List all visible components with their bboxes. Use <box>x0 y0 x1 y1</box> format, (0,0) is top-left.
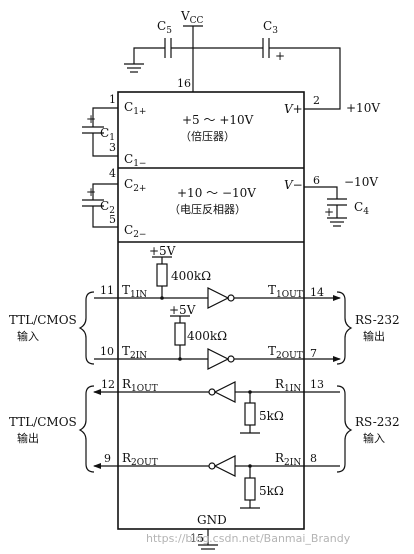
pullup-2-voltage: +5V <box>169 303 196 317</box>
ttl-input-label-line1: TTL/CMOS <box>9 313 77 327</box>
pin-14: 14 <box>310 286 324 299</box>
pullup-1-voltage: +5V <box>149 244 176 258</box>
watermark: https://blog.csdn.net/Banmai_Brandy <box>146 532 351 545</box>
ttl-output-label-line1: TTL/CMOS <box>9 415 77 429</box>
vcc-network: VCC 16 C5 C3 + <box>124 9 341 110</box>
pin-1: 1 <box>109 93 116 106</box>
t1in-label: T1IN <box>122 283 147 300</box>
c1-label: C1 <box>100 126 115 143</box>
transmitter-1: +5V 400kΩ 11 T1IN T1OUT 14 <box>94 244 341 309</box>
c4-label: C4 <box>354 200 369 217</box>
pin-7: 7 <box>310 347 317 360</box>
inverter-name: （电压反相器） <box>169 203 246 216</box>
pin-13: 13 <box>310 378 324 391</box>
rs232-input-label-line2: 输入 <box>363 431 385 445</box>
inverter-section: 4 5 C2+ C2− +10 ～ −10V （电压反相器） V− 6 −10V… <box>82 167 378 240</box>
c2-label: C2 <box>100 199 115 216</box>
c4-plus: + <box>324 205 334 219</box>
pin-4: 4 <box>109 167 116 180</box>
c1-plus: + <box>86 112 96 126</box>
pin-5: 5 <box>109 213 116 226</box>
rs232-output-label-line2: 输出 <box>363 329 385 343</box>
r2out-label: R2OUT <box>122 451 158 468</box>
r2in-label: R2IN <box>275 451 301 468</box>
receiver-1: 5kΩ 12 R1OUT R1IN 13 <box>93 377 340 434</box>
pullup-2-resistance: 400kΩ <box>187 329 227 343</box>
group-labels: TTL/CMOS 输入 TTL/CMOS 输出 RS-232 输出 RS-232… <box>9 313 400 445</box>
chip-body <box>117 91 305 530</box>
c1p-label: C1+ <box>124 100 146 117</box>
vminus-value: −10V <box>344 175 378 189</box>
pin-6: 6 <box>313 174 320 187</box>
c3-plus: + <box>275 49 285 63</box>
transmitter-2: +5V 400kΩ 10 T2IN T2OUT 7 <box>94 303 341 370</box>
c2p-label: C2+ <box>124 177 146 194</box>
pin-11: 11 <box>100 284 114 297</box>
c1m-label: C1− <box>124 152 146 169</box>
c5-label: C5 <box>157 19 172 36</box>
inverter-range: +10 ～ −10V <box>177 186 256 200</box>
c2-plus: + <box>86 185 96 199</box>
gnd-label: GND <box>197 513 227 527</box>
c3-label: C3 <box>263 19 278 36</box>
t1out-label: T1OUT <box>268 283 303 300</box>
t2out-label: T2OUT <box>268 344 303 361</box>
pin-10: 10 <box>100 345 114 358</box>
pin-12: 12 <box>101 378 115 391</box>
r1in-label: R1IN <box>275 377 301 394</box>
vplus-value: +10V <box>346 101 380 115</box>
vcc-label: VCC <box>180 9 204 26</box>
rs232-output-label-line1: RS-232 <box>355 313 400 327</box>
ttl-input-label-line2: 输入 <box>17 329 39 343</box>
pin-15: 15 <box>190 532 204 545</box>
receiver-2: 5kΩ 9 R2OUT R2IN 8 <box>93 451 340 509</box>
vplus-label: V+ <box>284 102 303 116</box>
pulldown-2-resistance: 5kΩ <box>259 484 284 498</box>
pin-2: 2 <box>313 94 320 107</box>
doubler-range: +5 ～ +10V <box>182 113 254 127</box>
pin-16: 16 <box>177 77 191 90</box>
doubler-section: 1 3 C1+ C1− +5 ～ +10V （倍压器） V+ 2 +10V + … <box>82 93 380 169</box>
vminus-label: V− <box>284 178 303 192</box>
t2in-label: T2IN <box>122 344 147 361</box>
pin-9: 9 <box>104 452 111 465</box>
group-braces <box>78 291 353 473</box>
r1out-label: R1OUT <box>122 377 158 394</box>
gnd-pin: GND 15 <box>190 513 227 550</box>
doubler-name: （倍压器） <box>180 129 235 143</box>
c2m-label: C2− <box>124 223 146 240</box>
pin-8: 8 <box>310 452 317 465</box>
rs232-input-label-line1: RS-232 <box>355 415 400 429</box>
pulldown-1-resistance: 5kΩ <box>259 409 284 423</box>
ttl-output-label-line2: 输出 <box>17 431 39 445</box>
pullup-1-resistance: 400kΩ <box>171 269 211 283</box>
pin-3: 3 <box>109 141 116 154</box>
